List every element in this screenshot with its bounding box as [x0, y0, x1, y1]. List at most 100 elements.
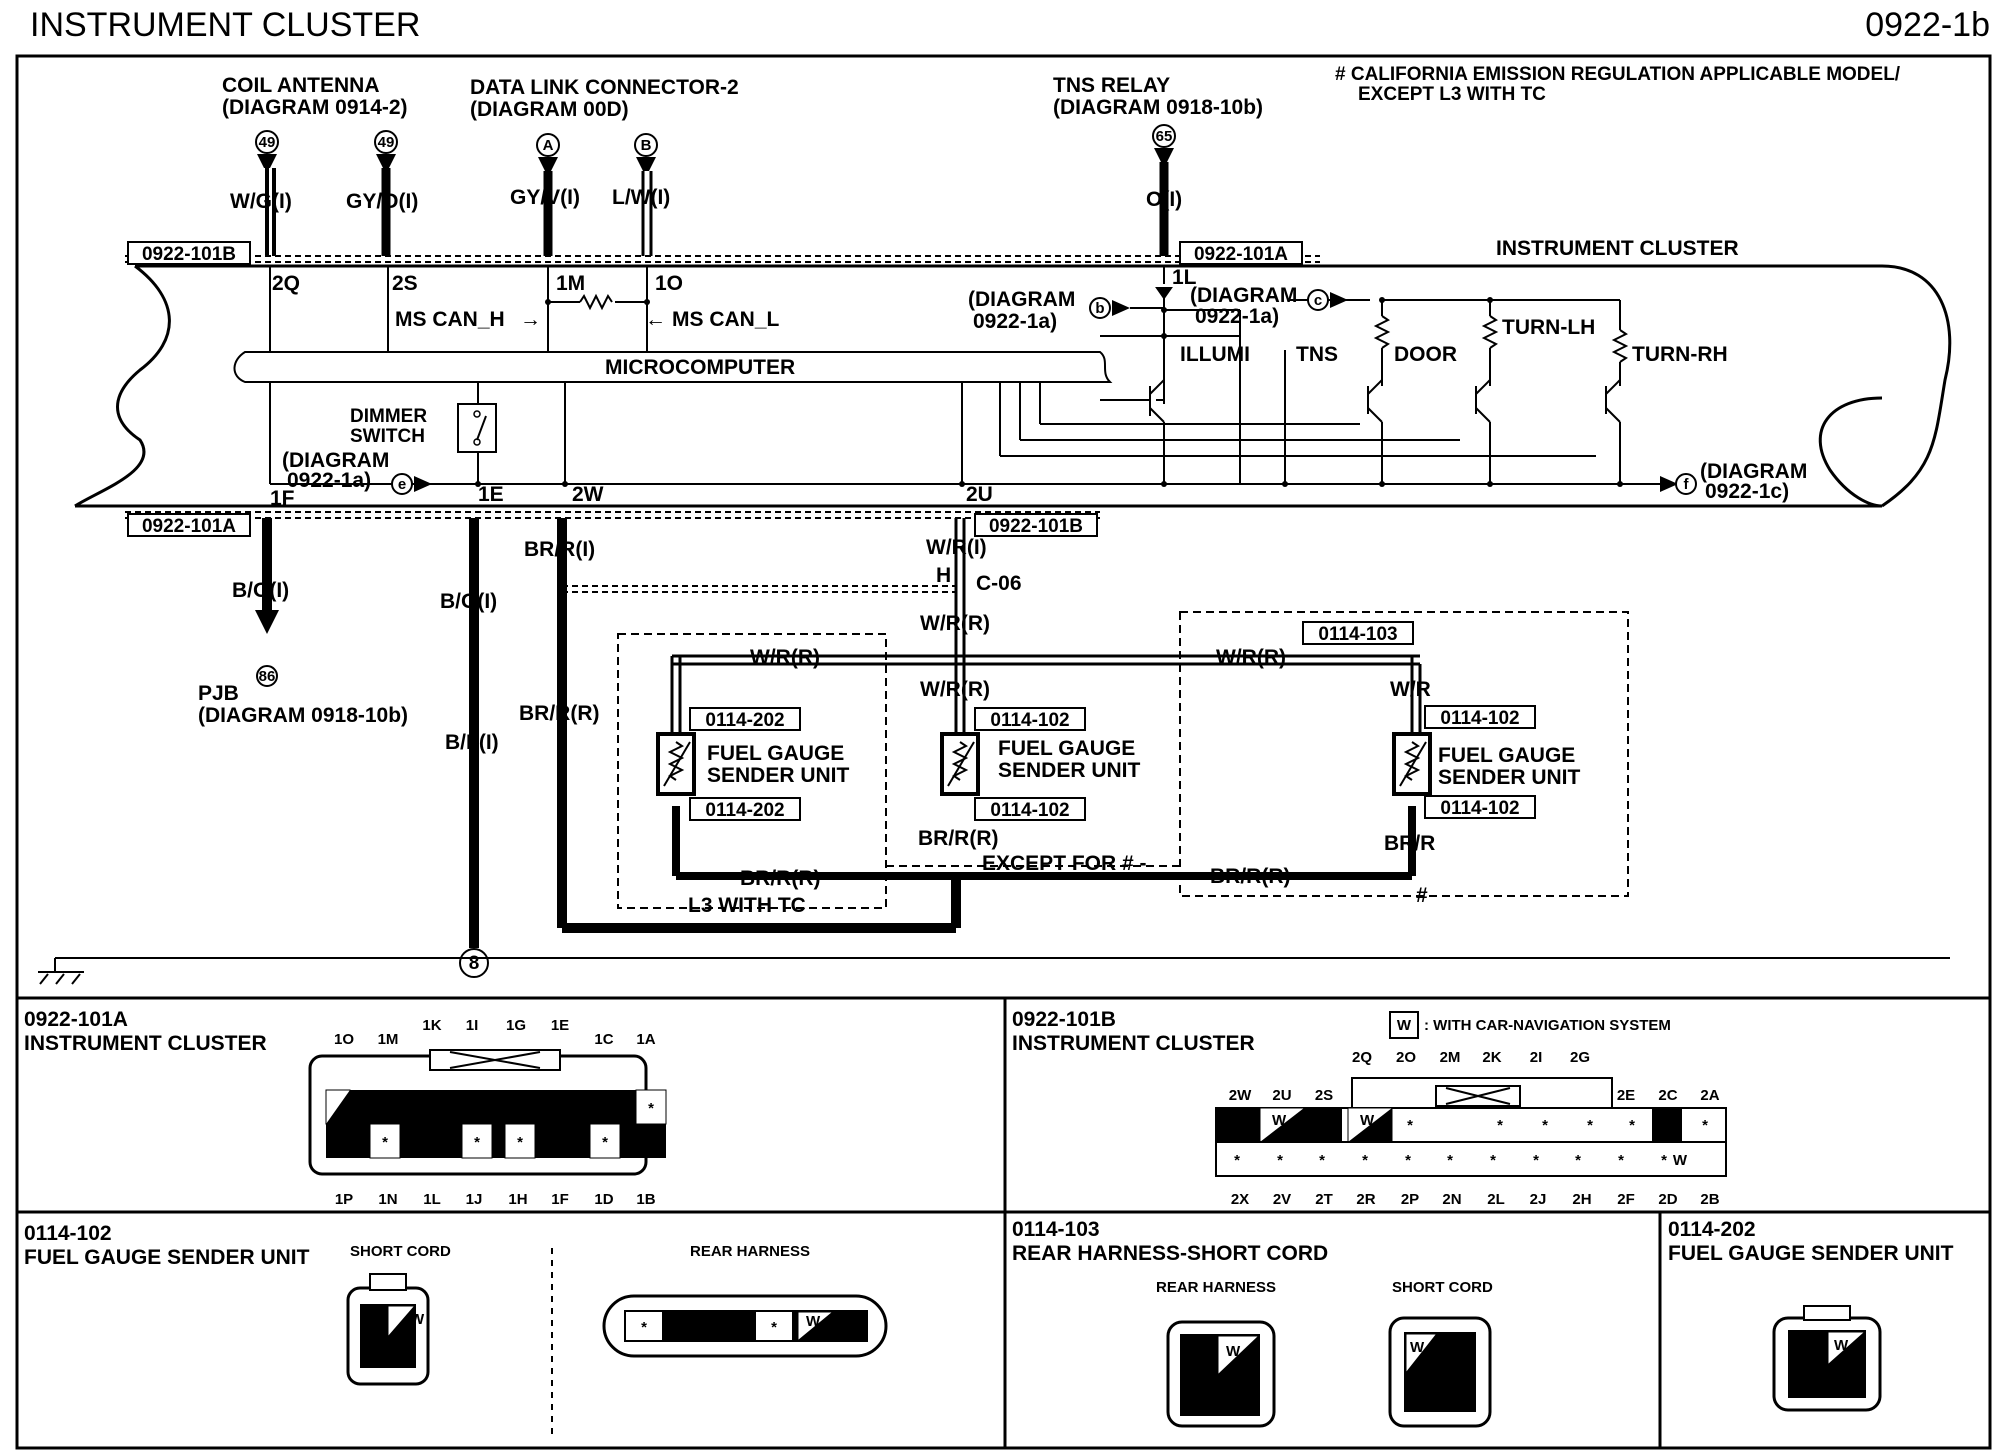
svg-text:REAR HARNESS: REAR HARNESS: [690, 1243, 810, 1260]
svg-text:49: 49: [378, 134, 395, 151]
svg-text:0114-202: 0114-202: [705, 800, 784, 821]
svg-text:*: *: [1702, 1117, 1708, 1134]
svg-text:B/O(I): B/O(I): [232, 579, 289, 602]
ms-can-h-label: MS CAN_H: [395, 308, 505, 331]
svg-text:*: *: [1407, 1117, 1413, 1134]
svg-text:1N: 1N: [378, 1191, 397, 1208]
svg-text:BR/R(R): BR/R(R): [918, 827, 998, 850]
svg-text:SENDER UNIT: SENDER UNIT: [998, 759, 1141, 782]
ms-can-h-arrow: →: [520, 308, 541, 331]
instrument-cluster-outline: [74, 264, 1952, 508]
svg-text:0922-101B: 0922-101B: [989, 516, 1083, 537]
variant-boxes: [617, 611, 1629, 909]
svg-text:8: 8: [469, 953, 480, 974]
svg-text:(DIAGRAM 0918-10b): (DIAGRAM 0918-10b): [1053, 96, 1263, 119]
svg-text:BR/R(R): BR/R(R): [740, 867, 820, 890]
svg-text:(DIAGRAM: (DIAGRAM: [1700, 460, 1807, 483]
top-wires: [265, 162, 1169, 256]
svg-text:1J: 1J: [466, 1191, 483, 1208]
svg-text:H: H: [936, 564, 951, 587]
connector-box-101b-bottom: 0922-101B: [974, 513, 1098, 537]
svg-text:W: W: [360, 1107, 375, 1124]
svg-text:(DIAGRAM 00D): (DIAGRAM 00D): [470, 98, 629, 121]
svg-text:2O: 2O: [1396, 1049, 1416, 1066]
svg-text:*: *: [1405, 1152, 1411, 1169]
svg-text:*: *: [1362, 1152, 1368, 1169]
svg-text:2P: 2P: [1401, 1191, 1419, 1208]
turn-rh-label: TURN-RH: [1632, 343, 1728, 366]
svg-text:2B: 2B: [1700, 1191, 1719, 1208]
coil-antenna-marker-1: 49: [255, 130, 279, 154]
diagram-c-reference: (DIAGRAM 0922-1a) c: [1190, 284, 1348, 328]
svg-text:*: *: [517, 1134, 523, 1151]
svg-text:0114-103: 0114-103: [1318, 624, 1397, 645]
svg-text:B: B: [641, 137, 652, 154]
svg-text:2L: 2L: [1487, 1191, 1505, 1208]
tns-label: TNS: [1296, 343, 1338, 366]
svg-text:FUEL GAUGE: FUEL GAUGE: [707, 742, 844, 765]
pin-2q: 2Q: [272, 272, 300, 295]
panel-0114-202: 0114-202 FUEL GAUGE SENDER UNIT W: [1668, 1218, 1954, 1412]
svg-text:0114-102: 0114-102: [990, 800, 1069, 821]
svg-text:e: e: [398, 476, 406, 493]
diagram-b-reference: (DIAGRAM 0922-1a) b: [968, 288, 1164, 333]
svg-text:REAR HARNESS-SHORT CORD: REAR HARNESS-SHORT CORD: [1012, 1242, 1328, 1265]
svg-text:*: *: [1497, 1117, 1503, 1134]
data-link-connector-label: DATA LINK CONNECTOR-2 (DIAGRAM 00D): [470, 76, 739, 121]
svg-text:2W: 2W: [1229, 1087, 1252, 1104]
svg-text:1K: 1K: [422, 1017, 441, 1034]
note-line-1: # CALIFORNIA EMISSION REGULATION APPLICA…: [1335, 64, 1901, 85]
svg-text:*: *: [1661, 1152, 1667, 1169]
diagram-f-reference: f (DIAGRAM 0922-1c): [1660, 460, 1807, 503]
svg-text:1L: 1L: [423, 1191, 441, 1208]
svg-text:2T: 2T: [1315, 1191, 1333, 1208]
svg-text:1F: 1F: [551, 1191, 569, 1208]
sender-connector-labels: 0114-202 0114-202 0114-102 0114-102 0114…: [689, 621, 1536, 821]
fuel-sender-2: FUEL GAUGE SENDER UNIT: [940, 732, 1141, 796]
svg-text:*: *: [1533, 1152, 1539, 1169]
data-link-marker-b: B: [634, 133, 658, 157]
svg-text:A: A: [543, 137, 554, 154]
svg-text:W: W: [1272, 1112, 1287, 1129]
connector-box-101a-top: 0922-101A: [1179, 241, 1303, 265]
svg-text:(DIAGRAM: (DIAGRAM: [1190, 284, 1297, 307]
svg-text:W: W: [410, 1311, 425, 1328]
svg-text:W/R: W/R: [1390, 678, 1431, 701]
svg-text:REAR HARNESS: REAR HARNESS: [1156, 1279, 1276, 1296]
svg-text:0114-103: 0114-103: [1012, 1218, 1100, 1241]
svg-text:0114-202: 0114-202: [705, 710, 784, 731]
svg-text:*: *: [474, 1134, 480, 1151]
svg-text:EXCEPT FOR # -: EXCEPT FOR # -: [982, 852, 1147, 875]
svg-text:*: *: [771, 1319, 777, 1336]
svg-text:FUEL GAUGE: FUEL GAUGE: [998, 737, 1135, 760]
svg-text:1M: 1M: [378, 1031, 399, 1048]
ms-can-l-label: MS CAN_L: [672, 308, 780, 331]
tns-relay-label: TNS RELAY (DIAGRAM 0918-10b): [1053, 74, 1263, 119]
svg-text:0922-101A: 0922-101A: [142, 516, 236, 537]
microcomputer-block: MICROCOMPUTER: [233, 351, 1113, 383]
svg-text:L3 WITH TC: L3 WITH TC: [688, 894, 806, 917]
svg-text:W: W: [1673, 1152, 1688, 1169]
svg-text:2G: 2G: [1570, 1049, 1590, 1066]
svg-text:SWITCH: SWITCH: [350, 426, 425, 447]
svg-text:COIL ANTENNA: COIL ANTENNA: [222, 74, 380, 97]
svg-text:1P: 1P: [335, 1191, 353, 1208]
svg-text:*: *: [1629, 1117, 1635, 1134]
internal-wires-top: [269, 266, 648, 352]
pin-1o: 1O: [655, 272, 683, 295]
svg-text:*: *: [1277, 1152, 1283, 1169]
panel-0922-101a: 0922-101A INSTRUMENT CLUSTER * * * * * W…: [24, 1008, 667, 1208]
svg-text:1D: 1D: [594, 1191, 613, 1208]
svg-text:BR/R(R): BR/R(R): [1210, 865, 1290, 888]
svg-text:W: W: [1226, 1343, 1241, 1360]
pin-1e: 1E: [478, 483, 504, 506]
diagram-e-reference: (DIAGRAM 0922-1a) e: [282, 449, 432, 495]
svg-text:W/R(I): W/R(I): [926, 536, 987, 559]
svg-text:0114-102: 0114-102: [1440, 798, 1519, 819]
svg-text:TNS RELAY: TNS RELAY: [1053, 74, 1170, 97]
svg-text:W: W: [806, 1313, 821, 1330]
dimmer-switch: DIMMER SWITCH: [350, 403, 497, 453]
svg-text:1B: 1B: [636, 1191, 655, 1208]
svg-text:65: 65: [1156, 128, 1173, 145]
svg-text:W: W: [1397, 1017, 1412, 1034]
